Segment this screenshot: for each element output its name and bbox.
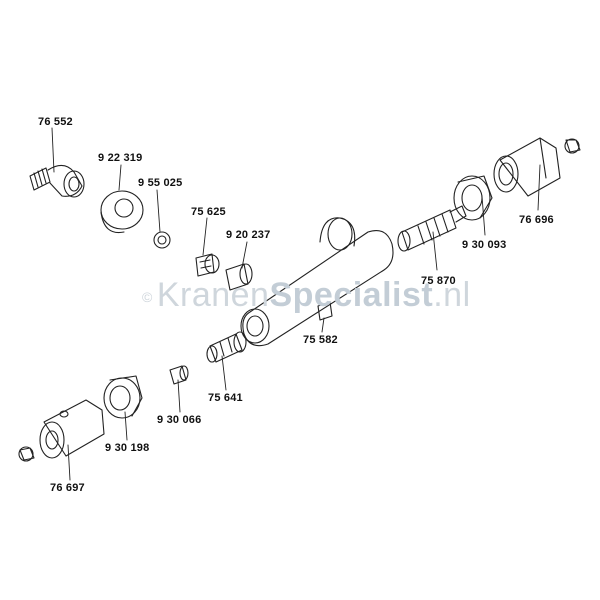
label-76552: 76 552 — [38, 116, 73, 128]
part-76697-handle — [39, 399, 105, 459]
watermark-part2: Specialist — [269, 276, 434, 314]
part-75870-cartridge — [397, 205, 467, 252]
label-76697: 76 697 — [50, 482, 85, 494]
part-930198-nut — [103, 375, 143, 419]
part-955025-washer — [153, 231, 171, 249]
part-76552-elbow — [29, 164, 85, 198]
label-930093: 9 30 093 — [462, 239, 507, 251]
part-75625-fitting — [195, 253, 220, 277]
part-small-cap-right — [564, 138, 581, 154]
label-920237: 9 20 237 — [226, 229, 271, 241]
label-75582: 75 582 — [303, 334, 338, 346]
watermark: ©KranenSpecialist.nl — [142, 276, 471, 315]
leader-lines — [51, 127, 541, 481]
label-75625: 75 625 — [191, 206, 226, 218]
label-75870: 75 870 — [421, 275, 456, 287]
label-76696: 76 696 — [519, 214, 554, 226]
part-920237-sleeve — [225, 263, 253, 291]
label-75641: 75 641 — [208, 392, 243, 404]
part-930093-nut — [453, 175, 493, 221]
copyright-symbol: © — [142, 289, 153, 306]
part-76696-handle — [493, 137, 561, 197]
part-922319-ring — [100, 190, 144, 234]
watermark-part3: .nl — [433, 276, 471, 314]
label-922319: 9 22 319 — [98, 152, 143, 164]
part-930066-sleeve — [169, 365, 189, 385]
watermark-part1: Kranen — [156, 276, 270, 314]
label-955025: 9 55 025 — [138, 177, 183, 189]
label-930066: 9 30 066 — [157, 414, 202, 426]
part-75641-fitting — [206, 331, 247, 363]
label-930198: 9 30 198 — [105, 442, 150, 454]
part-main-body — [240, 217, 394, 347]
part-small-cap-left — [18, 446, 35, 462]
